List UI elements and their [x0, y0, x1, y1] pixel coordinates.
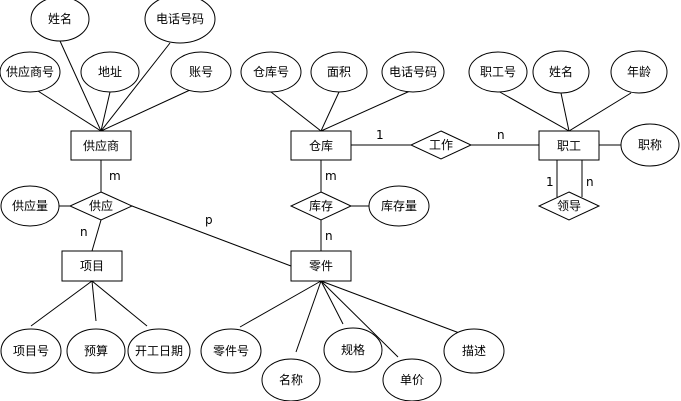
edge-part-no — [239, 280, 322, 328]
attribute-supplier-no[interactable]: 供应商号 — [0, 51, 61, 93]
cardinality-lead-one: 1 — [546, 175, 554, 189]
attribute-employee-age-label: 年龄 — [627, 65, 651, 79]
relationship-stock-label: 库存 — [309, 198, 333, 213]
attribute-supplier-address-label: 地址 — [98, 65, 122, 79]
attribute-warehouse-phone-label: 电话号码 — [389, 65, 437, 79]
attribute-supplier-no-label: 供应商号 — [6, 64, 54, 79]
edge-supplier-name — [59, 40, 102, 132]
attribute-stock-quantity-label: 库存量 — [381, 198, 417, 213]
attribute-employee-title-label: 职称 — [638, 138, 662, 152]
attribute-supplier-phone-label: 电话号码 — [156, 12, 204, 26]
attribute-part-name[interactable]: 名称 — [261, 358, 321, 401]
attribute-employee-name-label: 姓名 — [549, 64, 573, 79]
attribute-project-budget[interactable]: 预算 — [66, 328, 126, 374]
attribute-part-desc[interactable]: 描述 — [443, 328, 505, 374]
relationship-work[interactable]: 工作 — [409, 130, 473, 160]
edge-project-no — [30, 280, 93, 327]
relationship-stock[interactable]: 库存 — [289, 191, 353, 221]
attribute-project-start-label: 开工日期 — [135, 344, 183, 358]
edge-project-start — [91, 280, 148, 327]
attribute-warehouse-no[interactable]: 仓库号 — [240, 51, 302, 93]
cardinality-stock-warehouse: m — [325, 169, 337, 183]
attribute-warehouse-no-label: 仓库号 — [253, 64, 289, 79]
entity-supplier[interactable]: 供应商 — [70, 130, 132, 161]
edge-supply-project — [91, 219, 102, 252]
edge-part-name — [295, 280, 322, 353]
attribute-warehouse-area[interactable]: 面积 — [310, 51, 368, 93]
entity-part-label: 零件 — [309, 259, 333, 273]
attribute-employee-name[interactable]: 姓名 — [532, 50, 590, 94]
attribute-part-spec-label: 规格 — [341, 342, 365, 357]
attribute-part-spec[interactable]: 规格 — [323, 327, 383, 373]
edge-warehouse-area — [320, 91, 340, 132]
entity-supplier-label: 供应商 — [83, 138, 119, 153]
edge-warehouse-phone — [320, 90, 411, 132]
cardinality-lead-many: n — [586, 175, 594, 189]
connector-lines — [29, 40, 632, 358]
attribute-employee-age[interactable]: 年龄 — [610, 50, 668, 94]
cardinality-supply-project: n — [80, 225, 88, 239]
attribute-part-price-label: 单价 — [400, 373, 424, 387]
cardinality-supply-supplier: m — [109, 169, 121, 183]
relationship-lead[interactable]: 领导 — [537, 191, 601, 221]
edge-supplier-no — [29, 85, 102, 132]
attribute-supplier-name[interactable]: 姓名 — [30, 0, 90, 42]
attribute-supplier-name-label: 姓名 — [48, 11, 72, 26]
cardinality-work-employee: n — [497, 128, 505, 142]
attribute-supplier-phone[interactable]: 电话号码 — [144, 0, 216, 44]
attribute-warehouse-phone[interactable]: 电话号码 — [381, 51, 445, 93]
entity-warehouse-label: 仓库 — [309, 138, 333, 153]
attribute-project-start[interactable]: 开工日期 — [127, 328, 191, 374]
edge-part-spec — [320, 280, 344, 325]
attribute-supplier-address[interactable]: 地址 — [80, 51, 140, 93]
relationship-lead-label: 领导 — [557, 199, 581, 213]
edge-part-desc — [320, 280, 463, 335]
edge-warehouse-no — [270, 91, 322, 132]
edge-project-budget — [91, 280, 97, 322]
entity-project[interactable]: 项目 — [61, 250, 123, 282]
entity-project-label: 项目 — [80, 259, 104, 273]
entity-employee-label: 职工 — [557, 139, 581, 153]
attribute-part-no[interactable]: 零件号 — [200, 328, 262, 374]
edge-supplier-address — [100, 91, 111, 132]
entity-employee[interactable]: 职工 — [538, 130, 600, 161]
attribute-project-no[interactable]: 项目号 — [0, 328, 62, 374]
edge-supplier-phone — [100, 42, 171, 132]
attribute-supplier-account-label: 账号 — [189, 65, 213, 79]
attribute-employee-no-label: 职工号 — [480, 65, 516, 79]
edge-employee-no — [497, 90, 570, 132]
cardinality-work-warehouse: 1 — [376, 128, 384, 142]
entity-warehouse[interactable]: 仓库 — [290, 130, 352, 161]
attribute-project-no-label: 项目号 — [13, 344, 49, 358]
edge-employee-name — [560, 92, 570, 132]
attribute-part-name-label: 名称 — [279, 372, 303, 387]
attribute-supply-quantity[interactable]: 供应量 — [0, 185, 60, 227]
cardinality-stock-part: n — [325, 229, 333, 243]
attribute-employee-title[interactable]: 职称 — [620, 123, 680, 167]
edge-supply-part — [131, 205, 292, 267]
attribute-employee-no[interactable]: 职工号 — [468, 51, 528, 93]
attribute-supplier-account[interactable]: 账号 — [170, 51, 232, 93]
entity-part[interactable]: 零件 — [290, 250, 352, 282]
attribute-project-budget-label: 预算 — [84, 343, 108, 358]
relationship-supply-label: 供应 — [89, 198, 113, 213]
cardinality-supply-part: p — [205, 213, 213, 227]
relationship-work-label: 工作 — [429, 138, 453, 152]
attribute-part-desc-label: 描述 — [462, 344, 486, 358]
attribute-supply-quantity-label: 供应量 — [12, 198, 48, 213]
edge-employee-age — [568, 92, 632, 132]
attribute-part-no-label: 零件号 — [213, 344, 249, 358]
attribute-part-price[interactable]: 单价 — [382, 358, 442, 401]
attribute-warehouse-area-label: 面积 — [327, 65, 351, 79]
edge-supplier-account — [100, 89, 191, 132]
edge-part-price — [320, 280, 399, 358]
attribute-stock-quantity[interactable]: 库存量 — [368, 185, 430, 227]
relationship-supply[interactable]: 供应 — [68, 191, 134, 221]
